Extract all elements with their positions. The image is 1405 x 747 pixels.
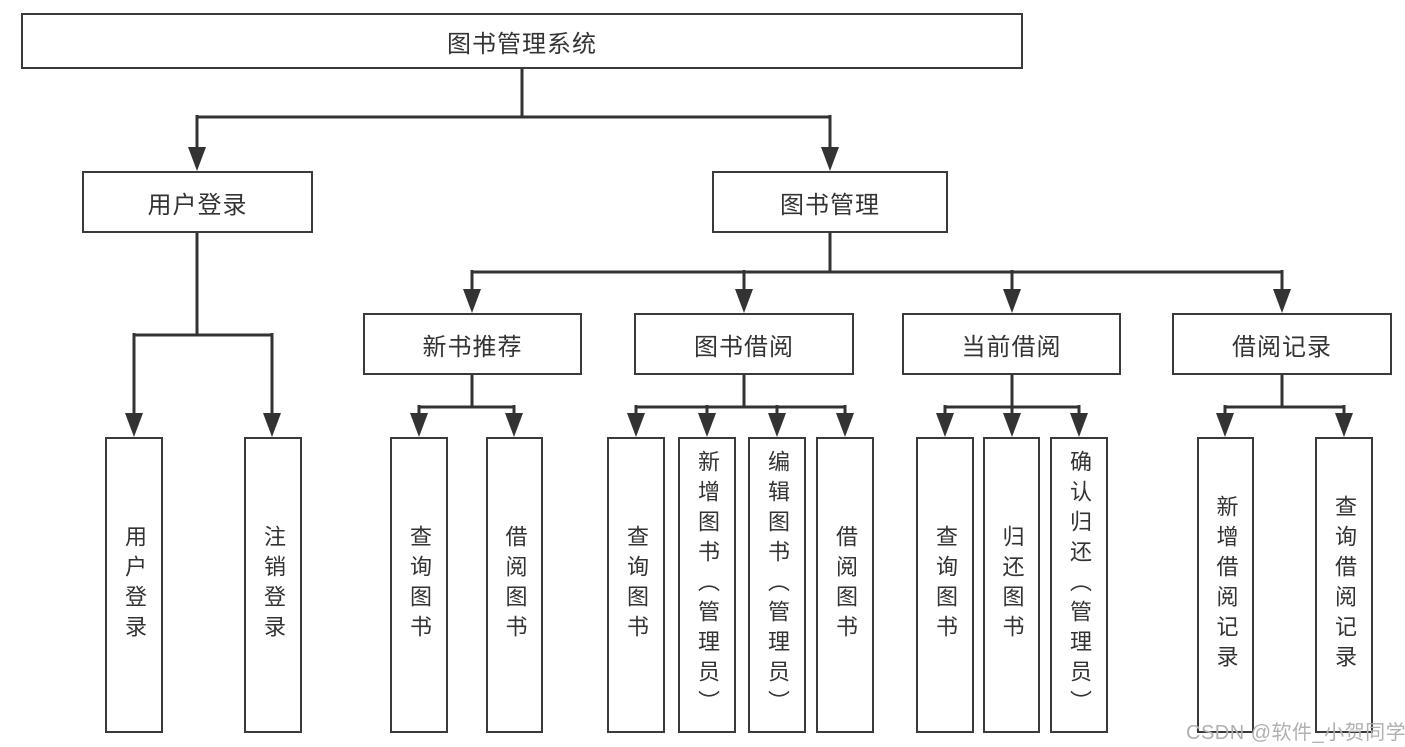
leaf-user-login: 用户登录 bbox=[105, 437, 163, 733]
arrowhead-icon bbox=[836, 413, 854, 437]
leaf-borrow-query-books: 查询图书 bbox=[607, 437, 665, 733]
node-new-book-recommend: 新书推荐 bbox=[363, 313, 582, 375]
leaf-current-confirm-return: 确认归还（管理员） bbox=[1050, 437, 1108, 733]
leaf-current-query-books: 查询图书 bbox=[916, 437, 974, 733]
arrowhead-icon bbox=[463, 289, 481, 313]
leaf-borrow-borrow-books: 借阅图书 bbox=[816, 437, 874, 733]
arrowhead-icon bbox=[505, 413, 523, 437]
arrowhead-icon bbox=[1070, 413, 1088, 437]
leaf-current-return-books: 归还图书 bbox=[983, 437, 1040, 733]
node-root-system: 图书管理系统 bbox=[21, 13, 1023, 69]
arrowhead-icon bbox=[125, 413, 143, 437]
arrowhead-icon bbox=[735, 289, 753, 313]
node-current-borrow: 当前借阅 bbox=[902, 313, 1121, 375]
arrowhead-icon bbox=[1003, 289, 1021, 313]
csdn-watermark: CSDN @软件_小贺同学 bbox=[1186, 722, 1405, 744]
leaf-newbooks-borrow: 借阅图书 bbox=[486, 437, 543, 733]
leaf-records-query: 查询借阅记录 bbox=[1315, 437, 1373, 733]
node-user-login: 用户登录 bbox=[82, 171, 313, 233]
node-book-management: 图书管理 bbox=[712, 171, 948, 233]
arrowhead-icon bbox=[1335, 413, 1353, 437]
node-book-borrow: 图书借阅 bbox=[634, 313, 854, 375]
arrowhead-icon bbox=[1273, 289, 1291, 313]
arrowhead-icon bbox=[410, 413, 428, 437]
leaf-logout: 注销登录 bbox=[244, 437, 302, 733]
arrowhead-icon bbox=[821, 147, 839, 171]
leaf-records-add: 新增借阅记录 bbox=[1197, 437, 1254, 733]
leaf-borrow-edit-books: 编辑图书（管理员） bbox=[748, 437, 806, 733]
arrowhead-icon bbox=[263, 413, 281, 437]
arrowhead-icon bbox=[1003, 413, 1021, 437]
leaf-borrow-add-books: 新增图书（管理员） bbox=[678, 437, 736, 733]
arrowhead-icon bbox=[698, 413, 716, 437]
arrowhead-icon bbox=[1216, 413, 1234, 437]
arrowhead-icon bbox=[936, 413, 954, 437]
arrowhead-icon bbox=[627, 413, 645, 437]
arrowhead-icon bbox=[188, 147, 206, 171]
arrowhead-icon bbox=[768, 413, 786, 437]
node-borrow-records: 借阅记录 bbox=[1172, 313, 1392, 375]
leaf-newbooks-query: 查询图书 bbox=[390, 437, 448, 733]
